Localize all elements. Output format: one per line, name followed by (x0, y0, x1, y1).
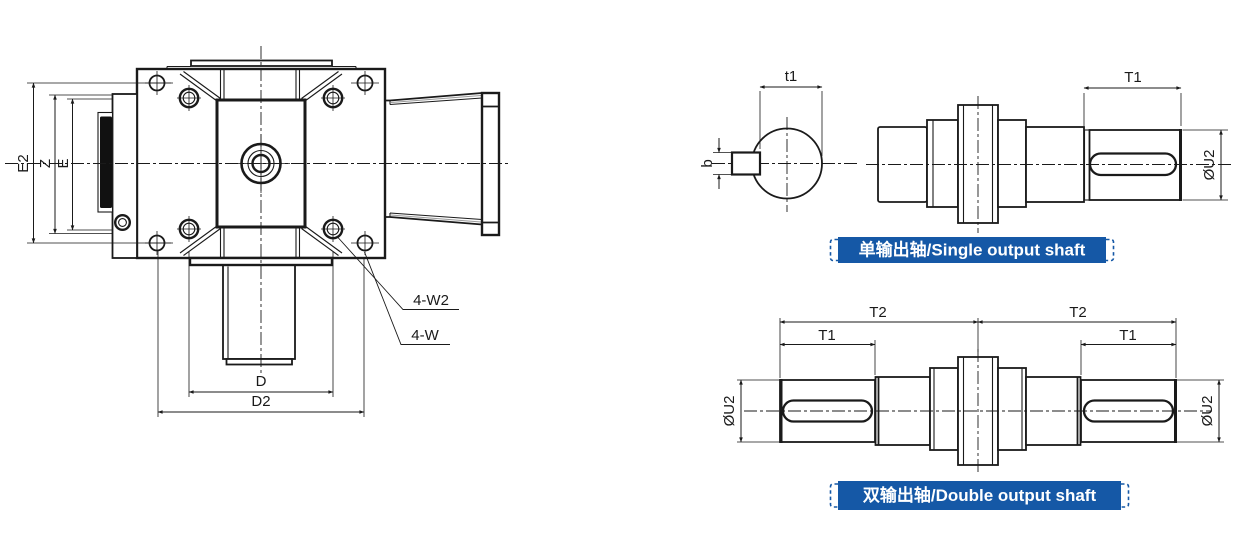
output-cylinder (222, 264, 296, 360)
caption-right-bracket (1106, 238, 1115, 262)
funnel-end-caps (482, 105, 499, 224)
funnel-inner-lines (389, 97, 483, 221)
seal-black-bar (100, 116, 112, 208)
output-journal (1088, 129, 1182, 201)
single-output-shaft-caption: 单输出轴/Single output shaft (829, 237, 1115, 263)
label-4-w: 4-W (411, 327, 439, 344)
dimension-d: D (188, 251, 334, 397)
double-output-shaft-drawing: ØU2 ØU2 T2 T2 T1 T1 (721, 304, 1224, 475)
right-section-b (997, 367, 1027, 451)
shaft-step-2 (997, 119, 1027, 208)
double-output-shaft-caption: 双输出轴/Double output shaft (829, 481, 1130, 510)
caption-left-bracket (829, 238, 838, 262)
funnel-gray-lines (390, 94, 482, 223)
dimension-T1-single: T1 (1083, 69, 1182, 126)
dim-label-T1-right: T1 (1119, 327, 1137, 344)
dimension-e: E (55, 98, 113, 231)
caption-right-bracket (1121, 483, 1130, 508)
funnel-outer-lines (385, 92, 483, 226)
dim-label-e: E (55, 158, 72, 168)
shaft-key-cross-section: t1 b (699, 68, 860, 212)
caption-bg (838, 237, 1106, 263)
inner-bolts (177, 85, 345, 242)
dim-label-e2: E2 (15, 154, 32, 172)
dimension-e2: E2 (15, 82, 173, 244)
dim-label-T1: T1 (1124, 69, 1142, 86)
dimension-u2-right: ØU2 (1177, 379, 1224, 443)
cylinder-end-cap (225, 358, 293, 366)
dimension-b: b (699, 138, 733, 189)
caption-double-text: 双输出轴/Double output shaft (863, 485, 1097, 505)
label-4-w2: 4-W2 (413, 292, 449, 309)
caption-bg (838, 481, 1121, 510)
dimension-u2-left: ØU2 (721, 379, 783, 443)
keyway-slot-left (781, 399, 874, 423)
dimension-T1-double: T1 T1 (779, 327, 1177, 375)
dim-label-u2-right: ØU2 (1199, 396, 1216, 427)
dim-label-T2-left: T2 (869, 304, 887, 321)
top-strip-shoulders (166, 65, 357, 69)
callout-4-w: 4-W (364, 251, 450, 345)
dim-label-b: b (699, 159, 716, 167)
caption-left-bracket (829, 483, 838, 508)
tower-walls (219, 68, 301, 258)
shaft-step-1 (926, 119, 959, 208)
dim-label-d: D (256, 373, 267, 390)
dimension-t1: t1 (759, 68, 823, 156)
flange-bolt-inner (118, 218, 127, 227)
dimension-z: Z (37, 94, 113, 234)
keyway-rect (730, 151, 762, 176)
dim-label-d2: D2 (251, 393, 270, 410)
dimension-u2-single: ØU2 (1182, 129, 1228, 201)
dim-label-u2-left: ØU2 (721, 396, 738, 427)
keyway-slot-right (1082, 399, 1175, 423)
dimension-T2: T2 T2 (779, 304, 1177, 378)
dim-label-T2-right: T2 (1069, 304, 1087, 321)
dim-label-u2: ØU2 (1201, 150, 1218, 181)
funnel-end-flange (480, 91, 501, 237)
dim-label-t1: t1 (785, 68, 798, 85)
caption-single-text: 单输出轴/Single output shaft (859, 240, 1086, 260)
keyway-slot (1088, 152, 1178, 177)
chamfer-lines (179, 71, 343, 256)
single-output-shaft-drawing: T1 ØU2 (866, 69, 1233, 233)
flange-bolt-icon (113, 213, 131, 231)
dim-label-z: Z (37, 159, 54, 168)
gearbox-top-view: E2 Z E D D2 4-W2 4-W (5, 46, 508, 417)
callout-4-w2: 4-W2 (337, 237, 459, 310)
gearbox-top-strip (190, 59, 333, 67)
dimension-d2: D2 (157, 250, 365, 417)
left-flange (111, 93, 138, 259)
dim-label-T1-left: T1 (818, 327, 836, 344)
